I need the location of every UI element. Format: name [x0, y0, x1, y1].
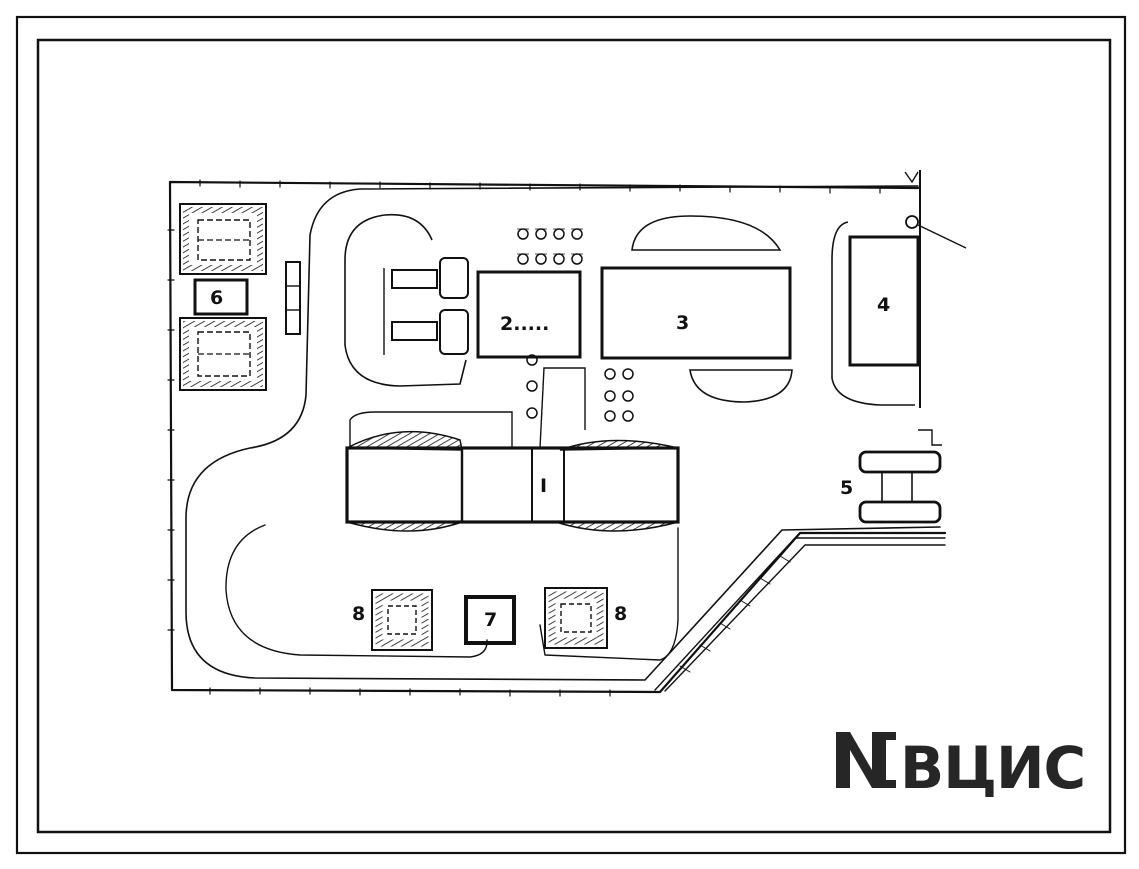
label-building-3: 3	[676, 312, 689, 334]
perimeter-road-outer	[185, 185, 941, 681]
label-main-building: I	[540, 475, 547, 497]
label-building-5: 5	[840, 477, 853, 499]
building-2-area	[344, 213, 634, 422]
label-building-8-left: 8	[352, 603, 365, 625]
label-building-4: 4	[877, 294, 890, 316]
label-building-2: 2.....	[500, 313, 549, 335]
building-5	[858, 429, 942, 524]
outer-frame	[15, 15, 1127, 855]
inner-frame	[36, 38, 1112, 834]
label-building-7: 7	[484, 609, 497, 631]
building-4-area	[831, 170, 967, 408]
main-building-I	[345, 367, 680, 532]
building-group-6	[179, 203, 301, 391]
building-3-area	[600, 215, 793, 403]
logo-text: ВЦИС	[900, 734, 1085, 802]
label-building-8-right: 8	[614, 603, 627, 625]
site-boundary	[168, 180, 947, 694]
perimeter-road-inner	[225, 524, 488, 658]
building-8-right	[544, 587, 608, 649]
fence-ticks	[167, 179, 881, 697]
building-8-left	[371, 589, 433, 651]
road-loop-right	[539, 527, 679, 661]
building-7	[464, 595, 516, 645]
rail-ties	[679, 555, 791, 673]
logo: ВЦИС	[836, 732, 1086, 802]
label-building-6: 6	[210, 287, 223, 309]
rail-siding	[654, 537, 946, 692]
logo-stripes-icon	[836, 732, 896, 788]
